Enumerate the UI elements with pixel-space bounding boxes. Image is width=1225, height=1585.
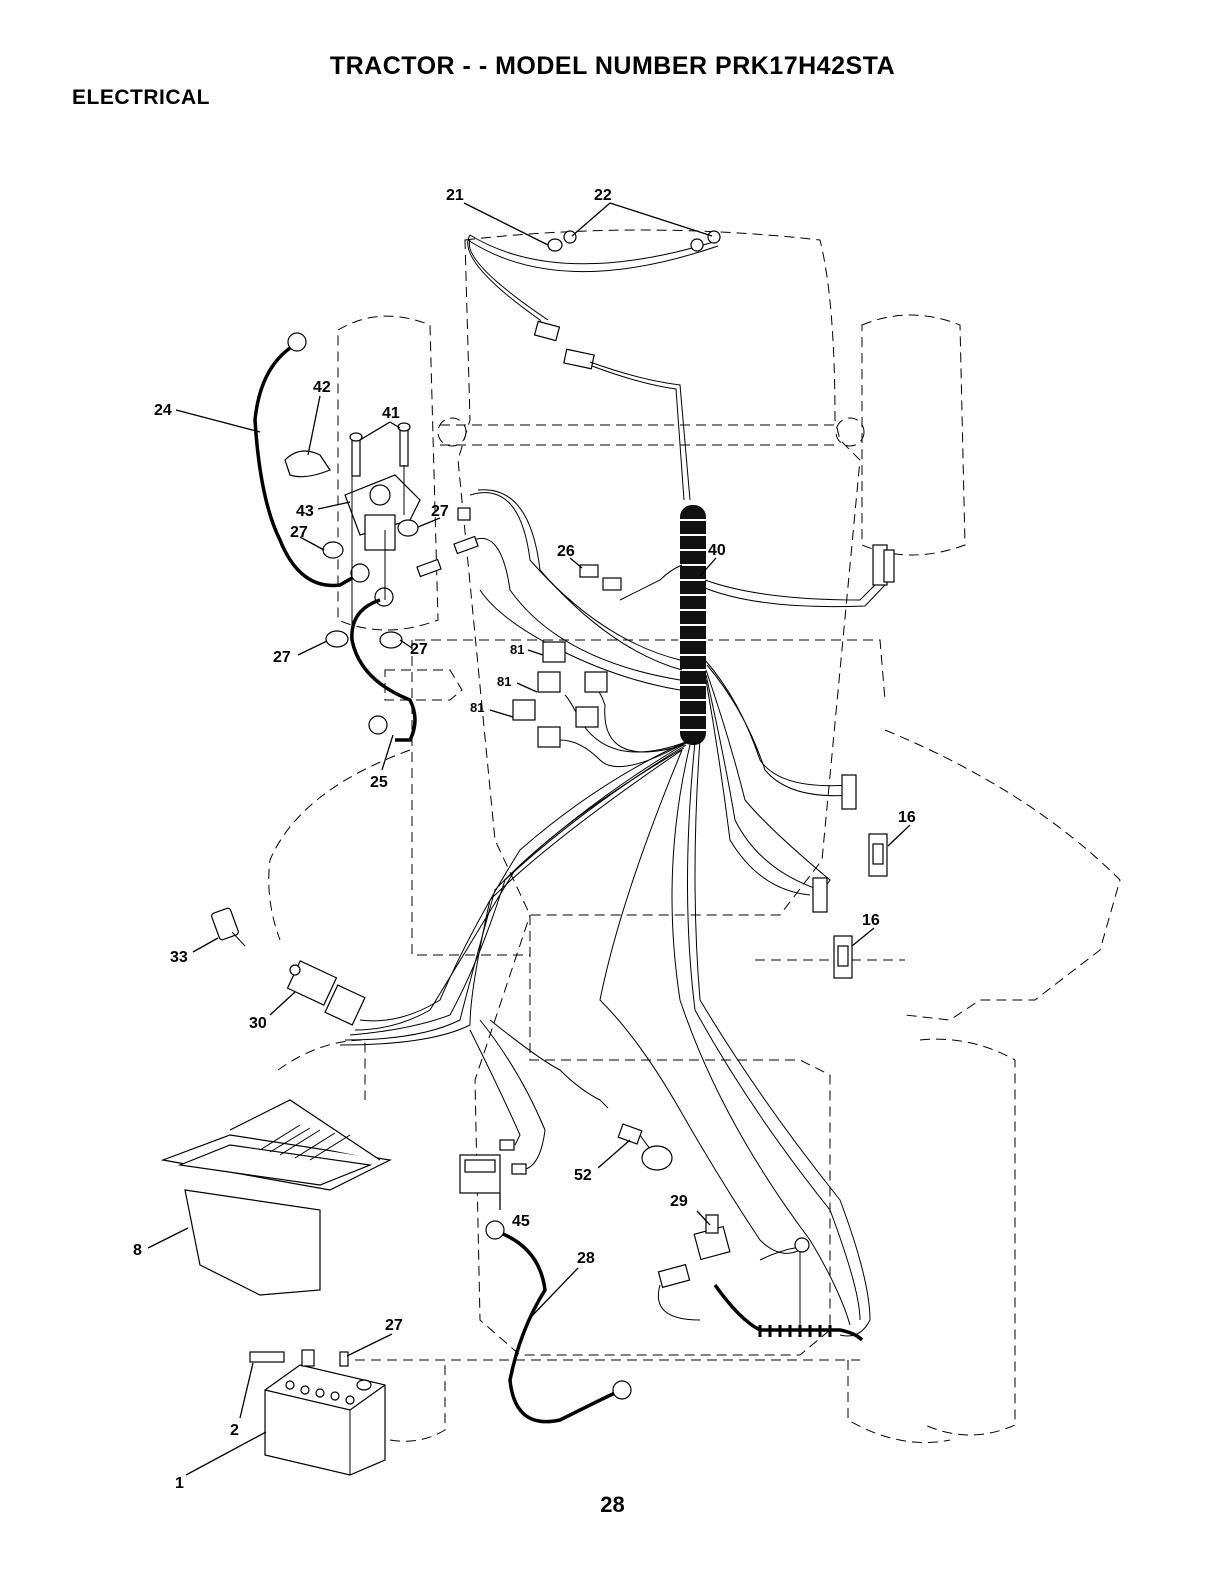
hour-meter — [460, 1140, 526, 1193]
callout-43: 43 — [296, 503, 314, 520]
main-harness-wires — [340, 490, 894, 1336]
callout-labels: 21 22 24 42 41 43 27 27 27 27 25 26 40 8… — [133, 187, 916, 1492]
callout-26: 26 — [557, 543, 575, 560]
callout-33: 33 — [170, 949, 188, 966]
callout-29: 29 — [670, 1193, 688, 1210]
battery-bolt — [250, 1350, 348, 1366]
connectors-26 — [580, 565, 621, 590]
callout-27-lower-left: 27 — [273, 649, 291, 666]
callout-2: 2 — [230, 1422, 239, 1439]
ignition-key — [211, 907, 245, 946]
ignition-switch — [288, 961, 365, 1025]
solenoid-assembly — [285, 423, 478, 648]
callout-25: 25 — [370, 774, 388, 791]
connector-16-lower — [813, 878, 852, 978]
callout-27-battery: 27 — [385, 1317, 403, 1334]
callout-81-a: 81 — [510, 642, 524, 657]
callout-16-upper: 16 — [898, 809, 916, 826]
callout-28: 28 — [577, 1250, 595, 1267]
relays-81 — [513, 642, 607, 747]
callout-24: 24 — [154, 402, 172, 419]
callout-8: 8 — [133, 1242, 142, 1259]
callout-41: 41 — [382, 405, 400, 422]
callout-27-left: 27 — [290, 524, 308, 541]
callout-45: 45 — [512, 1213, 530, 1230]
callout-42: 42 — [313, 379, 331, 396]
callout-16-lower: 16 — [862, 912, 880, 929]
wire-loom — [678, 505, 708, 745]
switch-29 — [658, 1215, 730, 1320]
battery — [265, 1365, 385, 1475]
callout-40: 40 — [708, 542, 726, 559]
battery-box — [163, 1100, 390, 1295]
cable-28 — [486, 1221, 631, 1422]
page-number: 28 — [0, 1492, 1225, 1518]
callout-27-lower-right: 27 — [410, 641, 428, 658]
callout-81-b: 81 — [497, 674, 511, 689]
callout-1: 1 — [175, 1475, 184, 1492]
callout-27-right: 27 — [431, 503, 449, 520]
connector-16-upper — [842, 775, 887, 876]
callout-30: 30 — [249, 1015, 267, 1032]
callout-22: 22 — [594, 187, 612, 204]
lamp-52 — [618, 1124, 672, 1170]
callout-52: 52 — [574, 1167, 592, 1184]
callout-81-c: 81 — [470, 700, 484, 715]
headlight-harness — [468, 231, 720, 500]
callout-21: 21 — [446, 187, 464, 204]
